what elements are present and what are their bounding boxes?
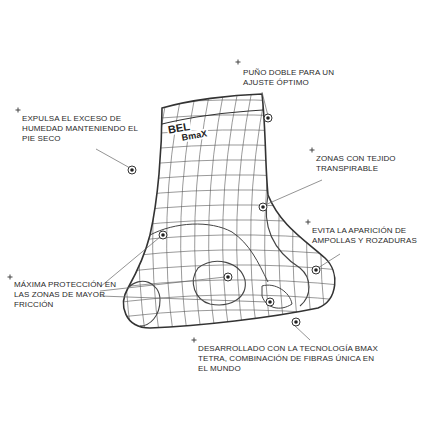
- knit-line: [100, 145, 350, 155]
- leader-line: [96, 149, 130, 168]
- brand-crescent: [237, 118, 246, 134]
- plus-mark: [16, 108, 21, 113]
- plus-mark: [8, 275, 13, 280]
- knit-line: [195, 90, 210, 340]
- callout-dot: [259, 203, 267, 211]
- knit-line: [237, 90, 252, 340]
- callout-text: DESARROLLADO CON LA TECNOLOGÍA BMAX TETR…: [198, 344, 383, 374]
- knit-line: [307, 90, 322, 340]
- dot-center: [161, 233, 165, 237]
- knit-line: [100, 205, 350, 215]
- knit-line: [265, 90, 280, 340]
- dot-center: [294, 320, 298, 324]
- knit-line: [100, 100, 350, 110]
- callout-dot: [292, 318, 300, 326]
- callout-text: EVITA LA APARICIÓN DE AMPOLLAS Y ROZADUR…: [312, 226, 444, 246]
- knit-line: [251, 90, 266, 340]
- knit-line: [293, 90, 308, 340]
- dot-ring: [292, 318, 300, 326]
- dot-ring: [224, 273, 232, 281]
- dot-center: [314, 268, 318, 272]
- callout-dot: [159, 231, 167, 239]
- callout-dot: [266, 298, 274, 306]
- dot-ring: [128, 166, 136, 174]
- knit-line: [100, 190, 350, 200]
- plus-mark: [192, 338, 197, 343]
- callout-text: PUÑO DOBLE PARA UN AJUSTE ÓPTIMO: [243, 68, 358, 88]
- knit-line: [100, 160, 350, 170]
- dot-center: [266, 116, 270, 120]
- plus-marks: [8, 60, 315, 343]
- heel-patch: [266, 195, 309, 306]
- knit-line: [100, 115, 350, 125]
- knit-line: [209, 90, 224, 340]
- callout-text: ZONAS CON TEJIDO TRANSPIRABLE: [316, 154, 426, 174]
- leader-line: [100, 237, 160, 287]
- knit-line: [100, 280, 350, 290]
- callout-text: EXPULSA EL EXCESO DE HUMEDAD MANTENIENDO…: [22, 114, 144, 144]
- callout-dot: [264, 114, 272, 122]
- sock-outline: [124, 94, 335, 328]
- plus-mark: [306, 220, 311, 225]
- callout-dot: [312, 266, 320, 274]
- callout-dots: [128, 114, 320, 326]
- plus-mark: [310, 148, 315, 153]
- leader-line: [265, 180, 322, 205]
- knit-line: [335, 90, 350, 340]
- dot-center: [226, 275, 230, 279]
- callout-text: MÁXIMA PROTECCIÓN EN LAS ZONAS DE MAYOR …: [14, 280, 124, 310]
- leader-line: [100, 277, 225, 291]
- leader-line: [100, 296, 267, 302]
- knit-line: [100, 310, 350, 320]
- instep-zone: [150, 224, 268, 282]
- sole-patch: [193, 261, 245, 305]
- knit-line: [223, 90, 238, 340]
- dot-ring: [264, 114, 272, 122]
- knit-line: [100, 250, 350, 260]
- dot-ring: [312, 266, 320, 274]
- dot-center: [268, 300, 272, 304]
- callout-dot: [128, 166, 136, 174]
- dot-center: [261, 205, 265, 209]
- leader-line: [294, 325, 310, 340]
- leader-line: [262, 92, 268, 116]
- dot-ring: [266, 298, 274, 306]
- knit-line: [139, 90, 154, 340]
- dot-ring: [259, 203, 267, 211]
- callout-dot: [224, 273, 232, 281]
- dot-ring: [159, 231, 167, 239]
- dot-center: [130, 168, 134, 172]
- leader-line: [318, 254, 340, 268]
- heel-pad: [262, 285, 292, 308]
- plus-mark: [236, 60, 241, 65]
- knit-line: [321, 90, 336, 340]
- toe-patch: [128, 281, 160, 326]
